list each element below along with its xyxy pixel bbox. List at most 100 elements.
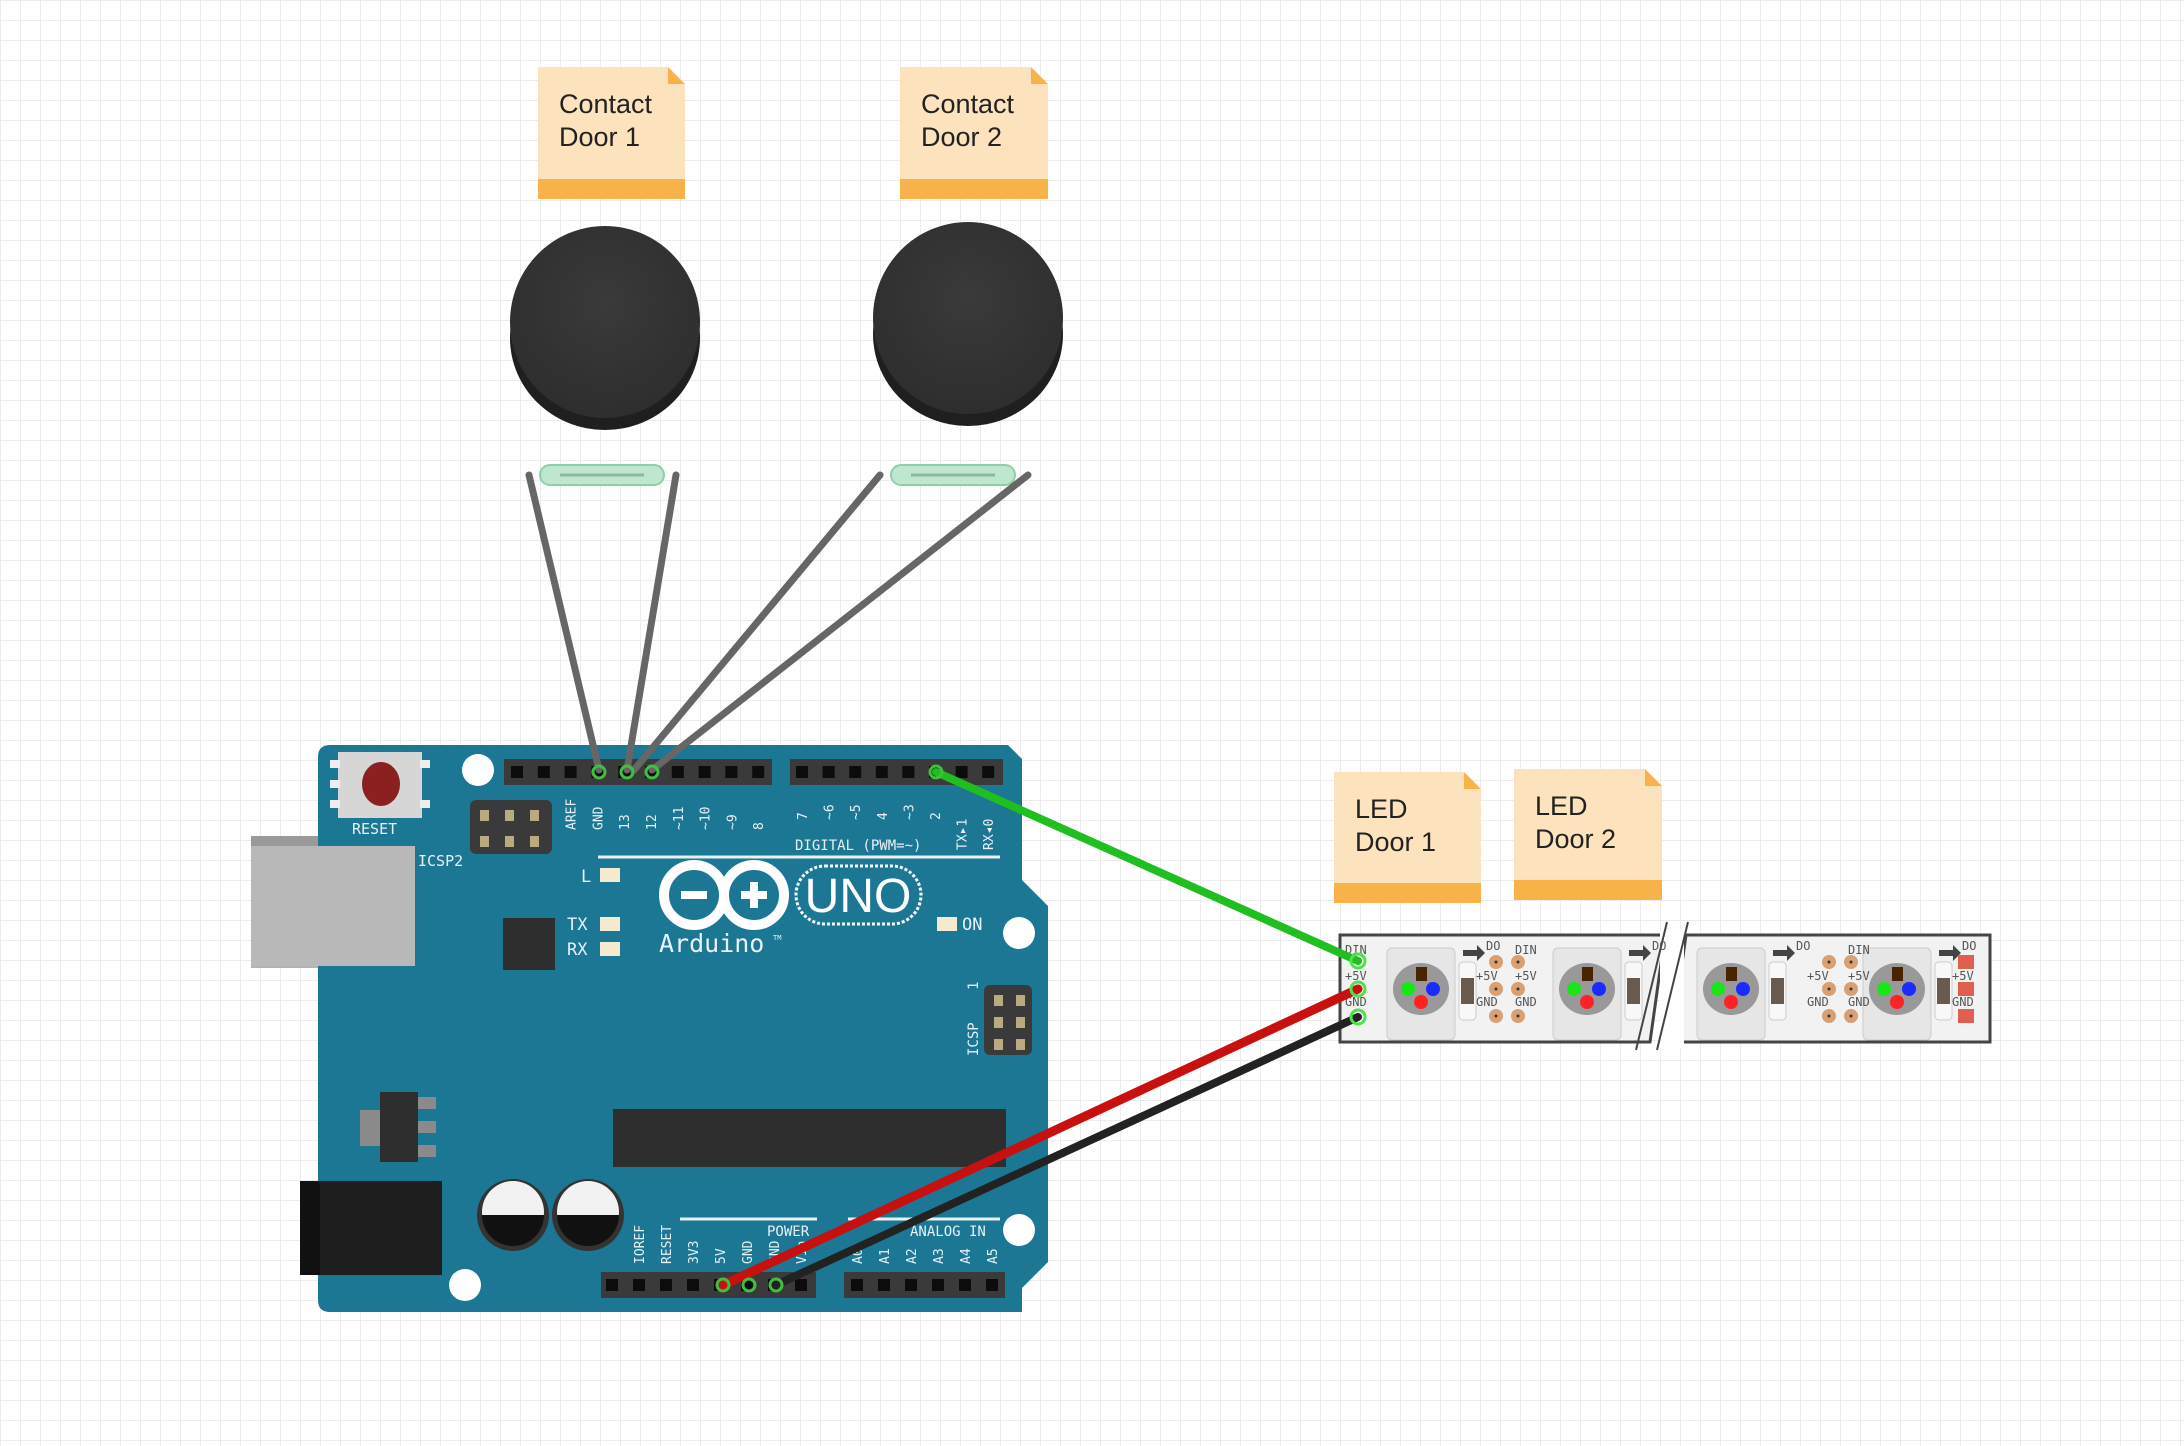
header-pin[interactable] xyxy=(606,1279,618,1291)
magnet-door-1[interactable] xyxy=(510,226,700,430)
header-pin[interactable] xyxy=(511,766,523,778)
header-pin[interactable] xyxy=(875,766,888,778)
header-pin[interactable] xyxy=(986,1279,998,1291)
solder-pad[interactable] xyxy=(1958,1009,1974,1023)
icsp-pin[interactable] xyxy=(480,836,489,847)
icsp-pin[interactable] xyxy=(505,836,514,847)
header-pin[interactable] xyxy=(796,766,808,778)
pin-label: ~3 xyxy=(902,804,917,820)
led-l-label: L xyxy=(581,867,591,887)
wire-reed-2-a[interactable] xyxy=(630,471,884,774)
header-pin[interactable] xyxy=(902,766,915,778)
solder-pad[interactable] xyxy=(1958,955,1974,969)
din-label: DIN xyxy=(1848,943,1870,957)
header-pin[interactable] xyxy=(849,766,862,778)
resistor xyxy=(1627,978,1640,1004)
icsp-pin[interactable] xyxy=(505,810,514,821)
wire-endpoint[interactable] xyxy=(1349,1008,1367,1026)
header-pin[interactable] xyxy=(725,766,738,778)
wire-reed-2-b[interactable] xyxy=(648,471,1032,774)
vcc-label: +5V xyxy=(1807,969,1829,983)
wire-5v[interactable] xyxy=(718,984,1363,1290)
voltage-regulator xyxy=(360,1092,436,1162)
reed-switch-door-2[interactable] xyxy=(890,464,1016,486)
reed-switch-door-1[interactable] xyxy=(539,464,665,486)
pin-label: ~11 xyxy=(672,807,687,830)
icsp-header[interactable] xyxy=(984,985,1032,1055)
header-pin[interactable] xyxy=(633,1279,645,1291)
pin-connection xyxy=(591,764,607,780)
header-pin[interactable] xyxy=(660,1279,672,1291)
pin-label: RESET xyxy=(660,1225,675,1264)
note-led-door-2[interactable]: LED Door 2 xyxy=(1514,769,1662,900)
icsp-pin[interactable] xyxy=(1016,995,1025,1006)
wire-reed-1-b[interactable] xyxy=(623,471,680,774)
note-contact-door-2[interactable]: Contact Door 2 xyxy=(900,67,1048,199)
arrow-icon xyxy=(1773,945,1795,961)
resistor xyxy=(1461,978,1474,1004)
header-pin[interactable] xyxy=(905,1279,917,1291)
icsp-pin[interactable] xyxy=(994,1039,1003,1050)
solder-pad[interactable] xyxy=(1958,982,1974,996)
wire-gnd[interactable] xyxy=(772,1013,1362,1289)
note-contact-door-1[interactable]: Contact Door 1 xyxy=(538,67,685,199)
pin-label: AREF xyxy=(565,799,580,830)
gnd-label: GND xyxy=(1848,995,1870,1009)
reset-button[interactable] xyxy=(330,752,430,818)
arduino-infinity-logo xyxy=(659,860,789,930)
icsp-pin[interactable] xyxy=(530,810,539,821)
icsp-label: ICSP xyxy=(966,1022,982,1056)
icsp-pin[interactable] xyxy=(1016,1039,1025,1050)
magnet-door-2[interactable] xyxy=(873,222,1063,426)
header-pin[interactable] xyxy=(932,1279,944,1291)
dout-label: DO xyxy=(1796,939,1810,953)
wire-endpoint[interactable] xyxy=(1349,952,1367,970)
icsp-pin[interactable] xyxy=(480,810,489,821)
pin-label: 3V3 xyxy=(687,1241,702,1264)
icsp2-header[interactable] xyxy=(470,800,552,854)
header-pin[interactable] xyxy=(795,1279,807,1291)
reset-label: RESET xyxy=(352,820,397,838)
header-pin[interactable] xyxy=(698,766,711,778)
icsp-pin[interactable] xyxy=(1016,1017,1025,1028)
pin-connection xyxy=(619,764,635,780)
pin-connection xyxy=(928,764,944,780)
header-pin[interactable] xyxy=(822,766,835,778)
icsp-pin[interactable] xyxy=(994,995,1003,1006)
pin-label: ~5 xyxy=(849,804,864,820)
pin-label: ~9 xyxy=(725,814,740,830)
dc-power-jack xyxy=(300,1181,442,1275)
note-line-2: Door 1 xyxy=(1355,827,1436,857)
pin-connection xyxy=(644,764,660,780)
capacitor xyxy=(477,1179,549,1251)
header-pin[interactable] xyxy=(752,766,765,778)
mounting-hole xyxy=(462,754,494,786)
header-pin[interactable] xyxy=(671,766,684,778)
wire-reed-1-a[interactable] xyxy=(525,471,603,774)
note-led-door-1[interactable]: LED Door 1 xyxy=(1334,772,1481,903)
icsp-pin[interactable] xyxy=(530,836,539,847)
header-pin[interactable] xyxy=(982,766,995,778)
header-pin[interactable] xyxy=(537,766,550,778)
header-pin[interactable] xyxy=(878,1279,890,1291)
pin-label: IOREF xyxy=(633,1225,648,1264)
header-pin[interactable] xyxy=(851,1279,863,1291)
header-pin[interactable] xyxy=(955,766,968,778)
din-label: DIN xyxy=(1515,943,1537,957)
pin-label: A2 xyxy=(905,1248,920,1264)
header-pin[interactable] xyxy=(959,1279,971,1291)
icsp-pin1-label: 1 xyxy=(966,982,982,990)
icsp2-label: ICSP2 xyxy=(418,852,463,870)
atmega-chip xyxy=(613,1109,1006,1167)
note-line-1: Contact xyxy=(921,89,1015,119)
wire-endpoint[interactable] xyxy=(1349,980,1367,998)
icsp-pin[interactable] xyxy=(994,1017,1003,1028)
wire-data-din[interactable] xyxy=(932,768,1362,965)
header-pin[interactable] xyxy=(564,766,577,778)
pin-label: A3 xyxy=(932,1248,947,1264)
header-pin[interactable] xyxy=(687,1279,699,1291)
capacitor xyxy=(552,1179,624,1251)
